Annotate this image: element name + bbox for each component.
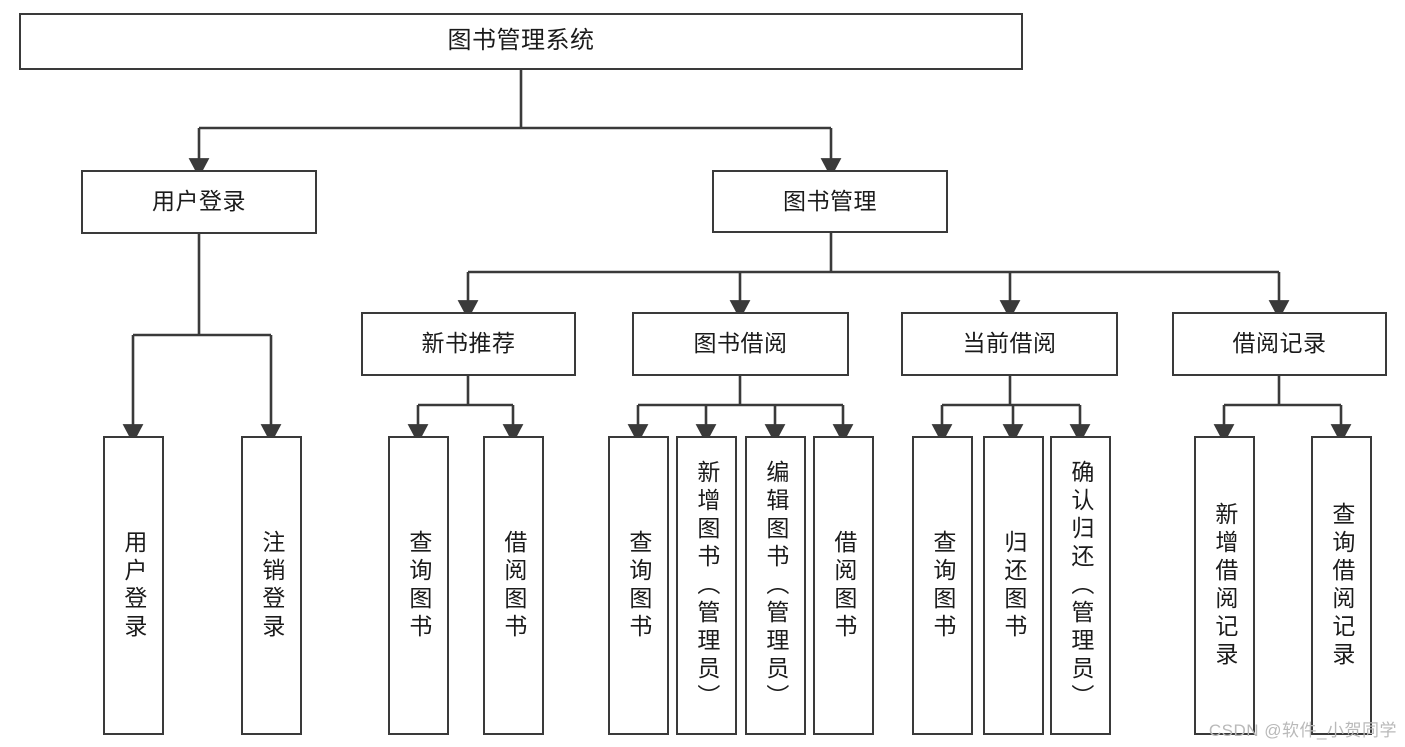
leaf-new-book-query[interactable]: 查询图书 — [388, 436, 449, 735]
leaf-borrow-add-book[interactable]: 新增图书（管理员） — [676, 436, 737, 735]
leaf-current-return-book[interactable]: 归还图书 — [983, 436, 1044, 735]
leaf-borrow-query-book[interactable]: 查询图书 — [608, 436, 669, 735]
node-label: 查询图书 — [625, 529, 652, 642]
node-label: 新书推荐 — [421, 330, 516, 357]
node-label: 查询图书 — [929, 529, 956, 642]
node-label: 编辑图书（管理员） — [762, 459, 789, 712]
node-label: 归还图书 — [1000, 529, 1027, 642]
node-new-book-recommend[interactable]: 新书推荐 — [361, 312, 576, 376]
leaf-user-login[interactable]: 用户登录 — [103, 436, 164, 735]
node-book-borrow[interactable]: 图书借阅 — [632, 312, 849, 376]
node-label: 用户登录 — [120, 529, 147, 642]
node-label: 注销登录 — [258, 529, 285, 642]
leaf-new-book-borrow[interactable]: 借阅图书 — [483, 436, 544, 735]
node-label: 借阅图书 — [500, 529, 527, 642]
node-label: 图书借阅 — [693, 330, 788, 357]
watermark-text: CSDN @软件_小贺同学 — [1208, 721, 1397, 740]
node-book-management[interactable]: 图书管理 — [712, 170, 948, 233]
leaf-current-confirm-return[interactable]: 确认归还（管理员） — [1050, 436, 1111, 735]
leaf-record-add[interactable]: 新增借阅记录 — [1194, 436, 1255, 735]
leaf-borrow-lend-book[interactable]: 借阅图书 — [813, 436, 874, 735]
node-label: 当前借阅 — [962, 330, 1057, 357]
node-label: 新增借阅记录 — [1211, 501, 1238, 670]
node-label: 查询图书 — [405, 529, 432, 642]
node-user-login[interactable]: 用户登录 — [81, 170, 317, 234]
node-label: 图书管理 — [783, 187, 877, 214]
node-label: 确认归还（管理员） — [1067, 459, 1094, 712]
node-label: 借阅图书 — [830, 529, 857, 642]
leaf-current-query-book[interactable]: 查询图书 — [912, 436, 973, 735]
leaf-record-query[interactable]: 查询借阅记录 — [1311, 436, 1372, 735]
node-borrow-record[interactable]: 借阅记录 — [1172, 312, 1387, 376]
leaf-user-logout[interactable]: 注销登录 — [241, 436, 302, 735]
node-current-borrow[interactable]: 当前借阅 — [901, 312, 1118, 376]
node-label: 查询借阅记录 — [1328, 501, 1355, 670]
node-label: 新增图书（管理员） — [693, 459, 720, 712]
node-label: 图书管理系统 — [447, 27, 595, 55]
node-label: 用户登录 — [152, 188, 246, 215]
node-label: 借阅记录 — [1232, 330, 1327, 357]
leaf-borrow-edit-book[interactable]: 编辑图书（管理员） — [745, 436, 806, 735]
node-root-system[interactable]: 图书管理系统 — [19, 13, 1023, 70]
